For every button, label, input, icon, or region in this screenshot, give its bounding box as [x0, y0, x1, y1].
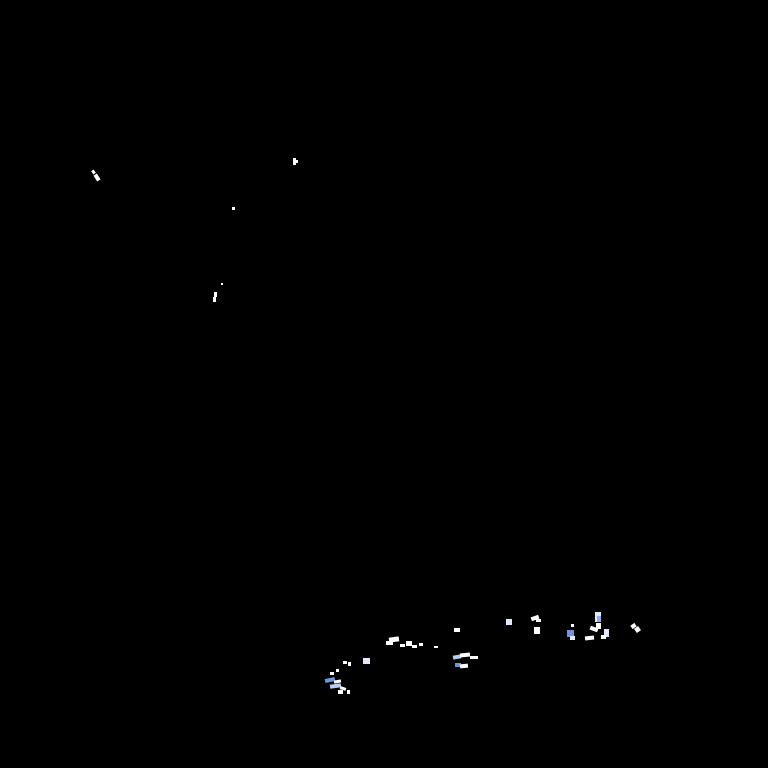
speck-l01 [330, 672, 334, 675]
speck-l34 [589, 625, 599, 633]
speck-l15 [412, 645, 417, 648]
speck-l13 [400, 644, 405, 647]
speck-l14 [406, 641, 412, 646]
speck-l12 [386, 641, 393, 645]
speck-l26 [536, 619, 541, 622]
speck-l16 [419, 643, 423, 646]
speck-l25 [530, 614, 540, 622]
speck-l29 [567, 630, 574, 637]
speck-l18 [454, 628, 460, 632]
speck-l37 [601, 635, 606, 639]
speck-l30 [570, 636, 575, 640]
speck-l11 [388, 636, 400, 643]
speck-l07 [338, 690, 343, 694]
speck-l08 [343, 661, 347, 664]
speck-l24 [506, 619, 512, 625]
speck-l32 [597, 616, 601, 622]
speck-l31 [595, 612, 601, 622]
speck-l21 [470, 656, 478, 659]
speck-l03 [324, 677, 336, 683]
speck-l20 [459, 652, 471, 658]
speck-l02 [336, 669, 339, 672]
speck-l28 [571, 624, 574, 627]
speck-l22 [455, 663, 461, 667]
speck-l33 [596, 623, 601, 629]
speck-l17 [434, 646, 438, 648]
speck-l38 [630, 622, 637, 630]
speck-l36 [584, 635, 595, 641]
speck-l23 [459, 663, 469, 669]
speck-l09 [348, 662, 351, 666]
speck-l35 [604, 629, 609, 637]
speck-l27 [534, 627, 540, 634]
speck-l05 [329, 683, 342, 689]
speck-l39 [634, 626, 641, 633]
speck-l10 [363, 658, 370, 664]
speck-l06 [339, 686, 347, 691]
speck-l19 [452, 654, 462, 660]
speck-l04 [333, 679, 342, 684]
